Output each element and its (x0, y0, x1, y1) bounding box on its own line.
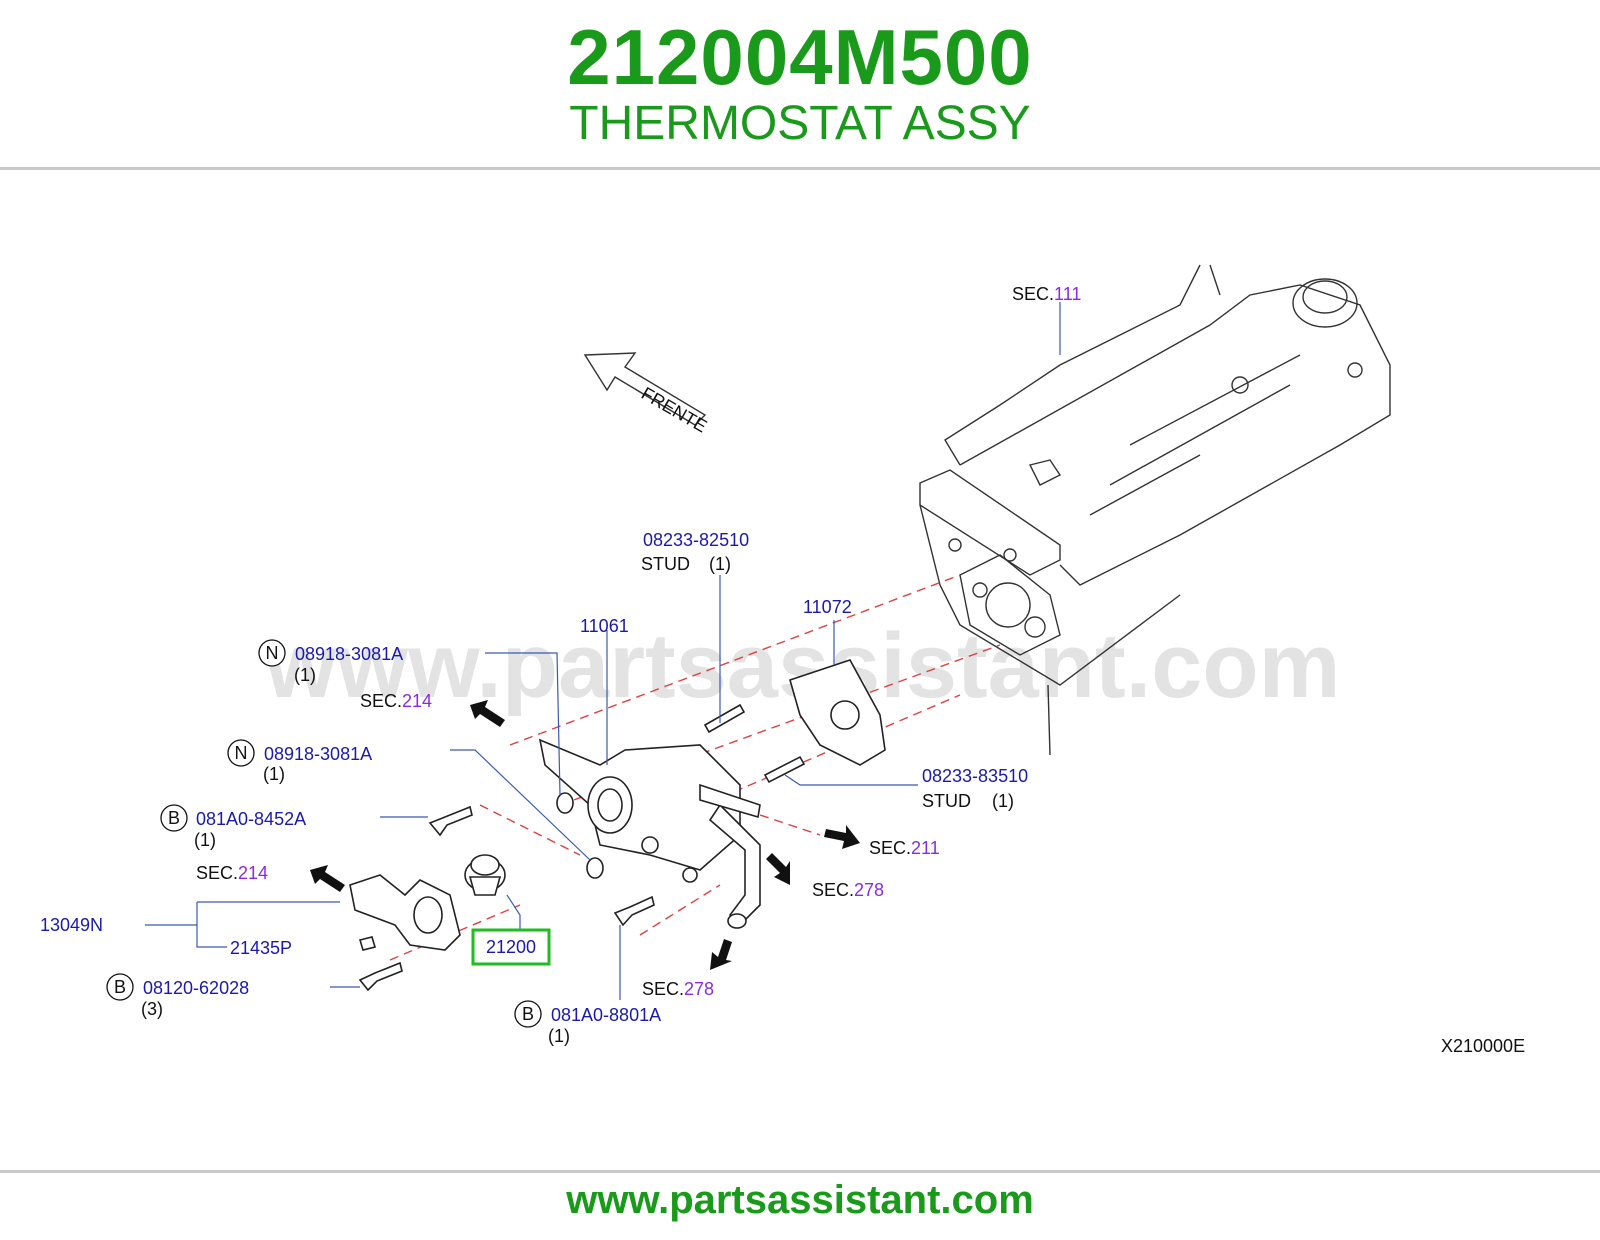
b-symbol-badge-3 (514, 1000, 542, 1028)
gasket-hole (830, 700, 860, 730)
callout-21200-highlighted[interactable]: 21200 (486, 937, 536, 957)
leader-lines (145, 302, 1061, 1000)
callout-stud-08233-83510[interactable]: 08233-83510 (922, 766, 1028, 786)
nut-1 (556, 792, 574, 814)
callout-sec-211[interactable]: SEC.211 (869, 838, 940, 858)
callout-21435P[interactable]: 21435P (230, 938, 292, 958)
callout-sec-214-lower[interactable]: SEC.214 (196, 863, 268, 883)
callout-sec-278-right[interactable]: SEC.278 (812, 880, 884, 900)
nut-2 (586, 857, 604, 879)
b-symbol-letter-3: B (522, 1004, 534, 1024)
b-symbol-letter-1: B (168, 808, 180, 828)
callout-11072[interactable]: 11072 (803, 597, 852, 617)
bolt-081A0-8801A (613, 895, 655, 927)
stud-qty-1: (1) (709, 554, 731, 574)
callout-nut-08918-3081A-2[interactable]: 08918-3081A (264, 744, 372, 764)
header-divider (0, 167, 1600, 170)
stud-2 (763, 755, 806, 784)
b-symbol-badge-2 (106, 973, 134, 1001)
callout-13049N[interactable]: 13049N (40, 915, 103, 935)
callout-bolt-081A0-8452A[interactable]: 081A0-8452A (196, 809, 306, 829)
part-number-title: 212004M500 (567, 13, 1033, 101)
b-symbol-badge-1 (160, 804, 188, 832)
bolt-081A0-8452A (428, 805, 473, 837)
n-symbol-badge-2 (227, 739, 255, 767)
thermostat-21200 (464, 854, 506, 896)
bolt-08120-62028 (358, 961, 403, 992)
thermostat-housing-13049N (349, 874, 461, 951)
callout-sec-111[interactable]: SEC.111 (1012, 284, 1081, 304)
diagram-code: X210000E (1441, 1036, 1525, 1056)
stud-label-1: STUD (641, 554, 690, 574)
callout-stud-08233-82510[interactable]: 08233-82510 (643, 530, 749, 550)
engine-head-drawing (919, 264, 1391, 756)
part-name-subtitle: THERMOSTAT ASSY (569, 97, 1031, 150)
bolt-qty-1: (1) (194, 830, 216, 850)
stud-1 (703, 703, 746, 734)
front-direction-arrow: FRENTE (583, 352, 710, 436)
water-outlet-housing-11061 (538, 738, 761, 929)
callout-sec-278-bottom[interactable]: SEC.278 (642, 979, 714, 999)
callout-11061[interactable]: 11061 (580, 616, 629, 636)
callout-bolt-081A0-8801A[interactable]: 081A0-8801A (551, 1005, 661, 1025)
n-symbol-badge-1 (258, 639, 286, 667)
n-symbol-letter-1: N (266, 643, 279, 663)
callout-nut-08918-3081A-1[interactable]: 08918-3081A (295, 644, 403, 664)
n-symbol-letter-2: N (235, 743, 248, 763)
footer-url[interactable]: www.partsassistant.com (566, 1178, 1034, 1222)
section-arrows (310, 700, 860, 970)
callout-bolt-08120-62028[interactable]: 08120-62028 (143, 978, 249, 998)
stud-label-2: STUD (922, 791, 971, 811)
stud-qty-2: (1) (992, 791, 1014, 811)
nut-qty-2: (1) (263, 764, 285, 784)
bolt-qty-3: (1) (548, 1026, 570, 1046)
b-symbol-letter-2: B (114, 977, 126, 997)
callout-sec-214-upper[interactable]: SEC.214 (360, 691, 432, 711)
nut-qty-1: (1) (294, 665, 316, 685)
front-label: FRENTE (638, 383, 710, 436)
highlight-box (471, 928, 551, 966)
footer-divider (0, 1170, 1600, 1173)
bolt-qty-2: (3) (141, 999, 163, 1019)
parts-diagram: www.partsassistant.com FRENTE (40, 264, 1525, 1056)
